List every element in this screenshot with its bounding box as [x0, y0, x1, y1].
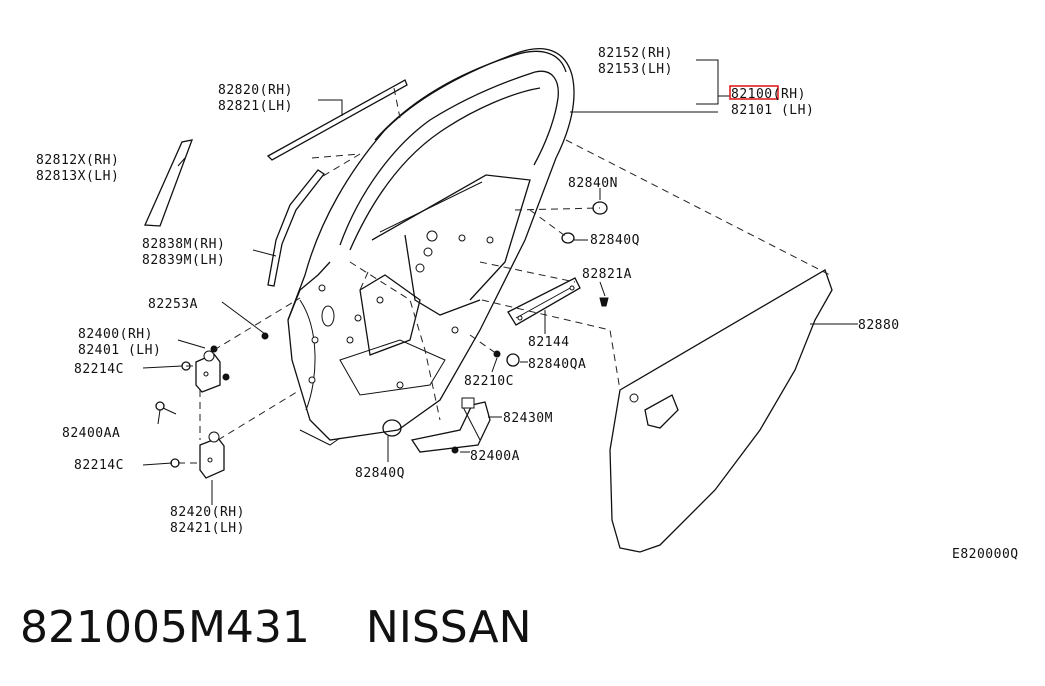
- label-82880: 82880: [858, 318, 900, 333]
- label-82152: 82152(RH): [598, 46, 673, 61]
- bolt-hinge-mid: [210, 345, 218, 353]
- part-number: 821005M431: [20, 602, 310, 653]
- plug-82840q-upper: [561, 232, 575, 244]
- plug-82840qa: [506, 353, 520, 367]
- label-82840q-lower: 82840Q: [355, 466, 405, 481]
- label-82101: 82101 (LH): [731, 103, 814, 118]
- clip-82821a: [599, 297, 609, 307]
- sash-cover: [144, 139, 194, 227]
- check-link: [410, 397, 491, 453]
- part-footer: 821005M431 NISSAN: [20, 598, 532, 658]
- label-82821a: 82821A: [582, 267, 632, 282]
- label-82821: 82821(LH): [218, 99, 293, 114]
- rear-door-frame: [287, 48, 575, 446]
- label-82813x: 82813X(LH): [36, 169, 119, 184]
- door-weatherstrip: [374, 50, 567, 141]
- door-seal-82838m: [267, 169, 325, 287]
- label-82400a: 82400A: [470, 449, 520, 464]
- bolt-82214c-lower: [170, 458, 180, 468]
- label-82812x: 82812X(RH): [36, 153, 119, 168]
- label-82214c-lower: 82214C: [74, 458, 124, 473]
- brand-name: NISSAN: [365, 602, 532, 653]
- nut-82210c: [493, 350, 501, 358]
- label-82400: 82400(RH): [78, 327, 153, 342]
- label-82153: 82153(LH): [598, 62, 673, 77]
- diagram-code: E820000Q: [952, 547, 1019, 562]
- bolt-82400a: [451, 446, 459, 454]
- label-82421: 82421(LH): [170, 521, 245, 536]
- leader-lines: [142, 59, 858, 505]
- label-82253a: 82253A: [148, 297, 198, 312]
- bolt-82400aa: [155, 401, 177, 415]
- label-82420: 82420(RH): [170, 505, 245, 520]
- lower-hinge: [199, 431, 225, 479]
- exploded-door-diagram: 82152(RH) 82153(LH) 82100(RH) 82101 (LH)…: [36, 46, 1019, 562]
- label-82400aa: 82400AA: [62, 426, 120, 441]
- upper-hinge: [195, 350, 221, 393]
- label-82210c: 82210C: [464, 374, 514, 389]
- label-82100: 82100(RH): [731, 87, 806, 102]
- callout-labels: 82152(RH) 82153(LH) 82100(RH) 82101 (LH)…: [36, 46, 1019, 562]
- bolt-82253a: [261, 332, 269, 340]
- assembly-lines: [178, 87, 831, 464]
- label-82839m: 82839M(LH): [142, 253, 225, 268]
- label-82840q-upper: 82840Q: [590, 233, 640, 248]
- label-82401: 82401 (LH): [78, 343, 161, 358]
- label-82214c-upper: 82214C: [74, 362, 124, 377]
- label-82430m: 82430M: [503, 411, 553, 426]
- label-82144: 82144: [528, 335, 570, 350]
- reinforcement-82144: [507, 277, 581, 326]
- label-82840n: 82840N: [568, 176, 618, 191]
- label-82840qa: 82840QA: [528, 357, 586, 372]
- door-finisher: [609, 269, 833, 553]
- bolt-hinge-upper: [222, 373, 230, 381]
- outer-moulding: [266, 79, 408, 161]
- label-82838m: 82838M(RH): [142, 237, 225, 252]
- highlight-box: [729, 85, 779, 100]
- plug-82840q-lower: [382, 419, 402, 437]
- label-82820: 82820(RH): [218, 83, 293, 98]
